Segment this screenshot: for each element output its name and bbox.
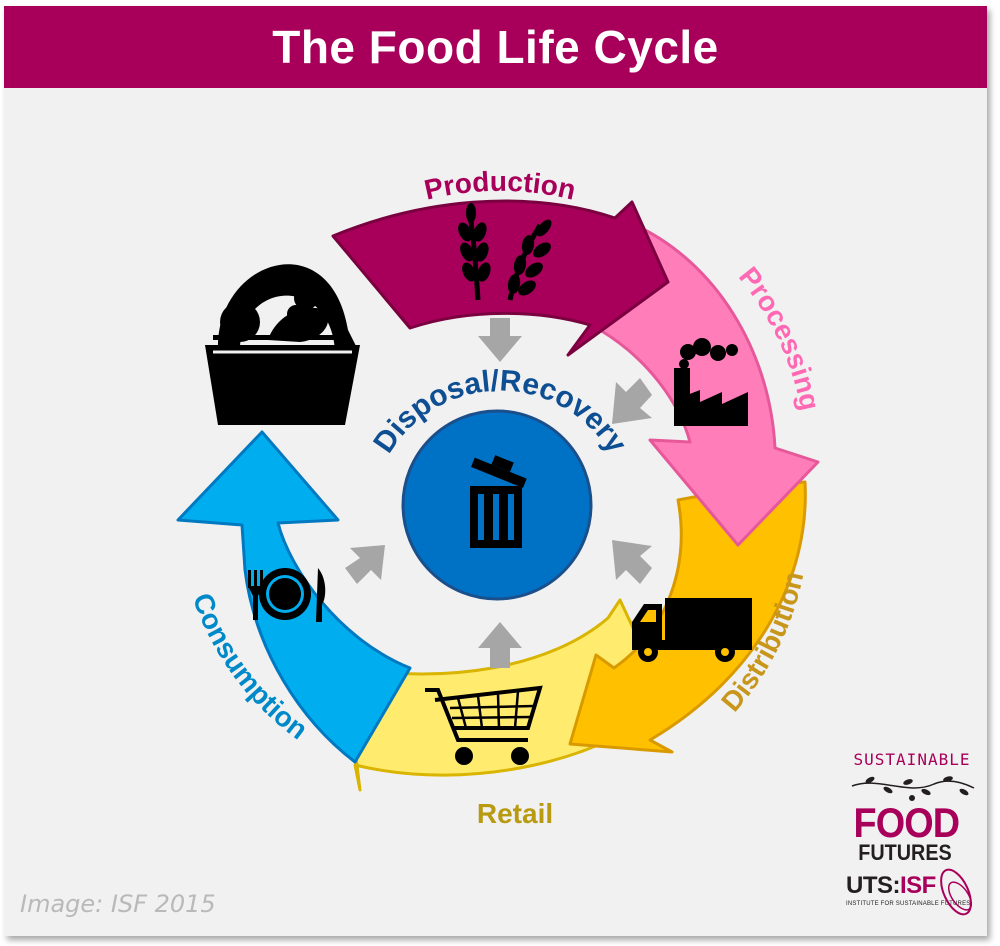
stage-label-retail: Retail: [477, 798, 553, 829]
vine-ornament-icon: [851, 776, 975, 801]
image-credit: Image: ISF 2015: [20, 890, 216, 918]
trash-bin-icon: [470, 455, 527, 548]
inward-arrow-processing: [612, 378, 652, 424]
logo-sustainable-text: SUSTAINABLE: [853, 750, 971, 769]
production-arrow: [331, 199, 670, 357]
title-bar: The Food Life Cycle: [4, 6, 987, 88]
inward-arrow-distribution: [612, 540, 652, 584]
inward-arrows: [345, 318, 652, 668]
plate-cutlery-icon: [248, 568, 326, 622]
logo-uts-isf: UTS:ISF: [846, 872, 936, 900]
inward-arrow-retail: [478, 622, 522, 668]
logo-futures-text: FUTURES: [858, 840, 952, 865]
logo-isf-text: ISF: [900, 872, 936, 899]
logo-food-text: FOOD: [853, 799, 960, 846]
inward-arrow-production: [478, 318, 522, 362]
processing-arrow: [598, 223, 820, 547]
shopping-cart-icon: [425, 685, 543, 765]
sustainable-food-futures-logo: SUSTAINABLE FOOD FUTURES UTS:ISF INSTITU…: [836, 744, 986, 924]
inward-arrow-consumption: [345, 545, 385, 584]
fruit-basket-icon: [205, 264, 360, 425]
wheat-icon: [458, 203, 552, 301]
factory-icon: [674, 338, 748, 426]
truck-icon: [632, 598, 752, 662]
logo-swirl-icon: [940, 868, 973, 916]
logo-uts-text: UTS:: [846, 872, 901, 899]
page-title: The Food Life Cycle: [272, 21, 719, 73]
logo-institute-text: INSTITUTE FOR SUSTAINABLE FUTURES: [846, 901, 971, 907]
